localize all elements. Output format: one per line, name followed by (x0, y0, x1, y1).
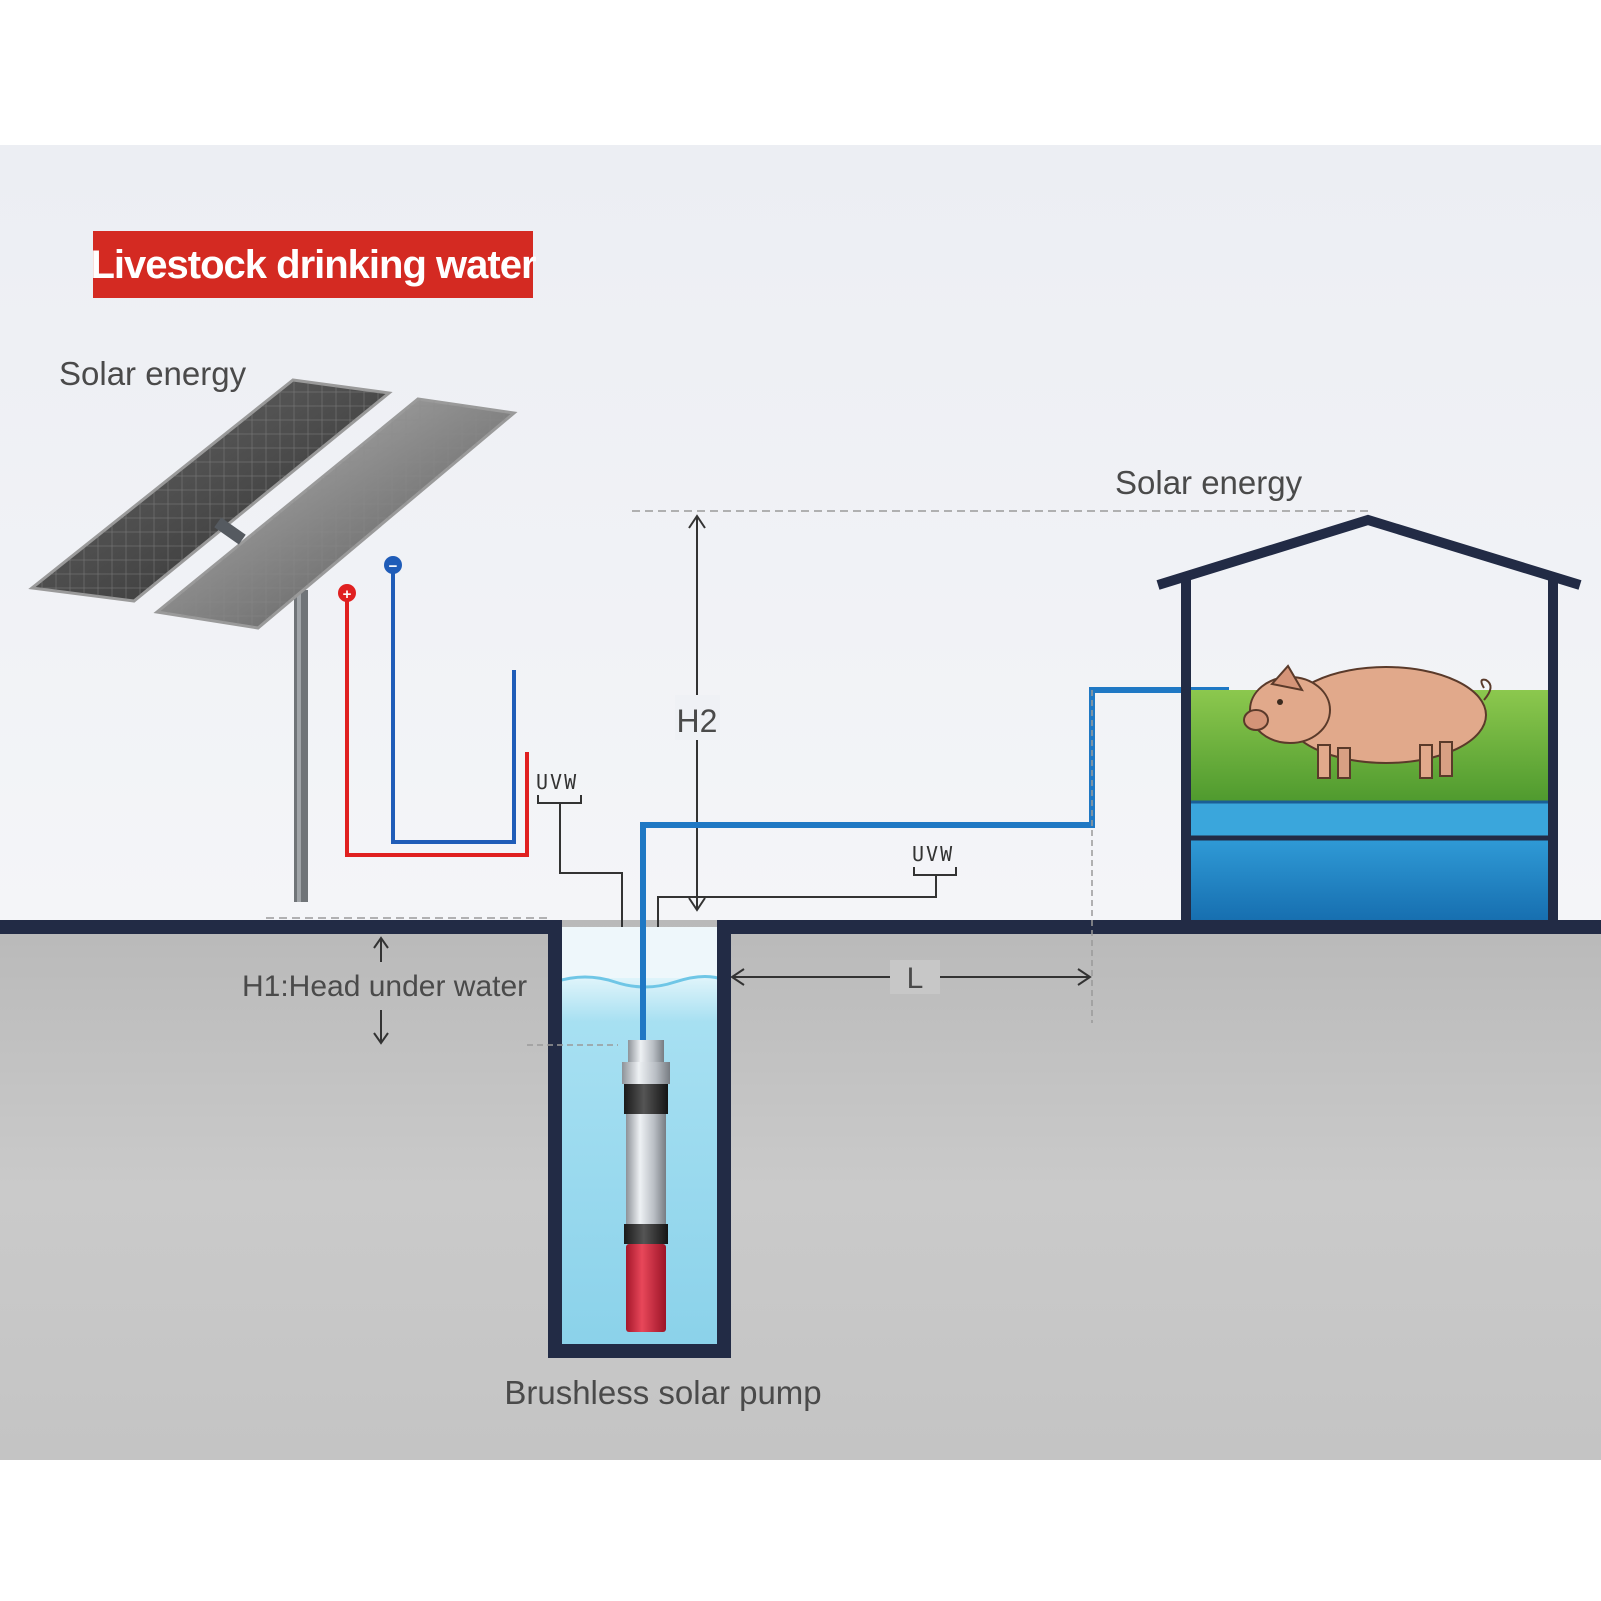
l-label-backdrop (890, 960, 940, 994)
ground-surface-outline (0, 920, 1601, 1358)
title-text: Livestock drinking water (90, 243, 535, 287)
pump-top-cap (628, 1040, 664, 1062)
pig-icon (1243, 664, 1492, 779)
pump-label: Brushless solar pump (504, 1374, 821, 1411)
l-arrow-left-icon (730, 968, 745, 986)
l-arrow-right-icon (1077, 968, 1092, 986)
positive-sign: + (343, 586, 352, 603)
barn-roof (1156, 514, 1582, 590)
solar-energy-label-right: Solar energy (1115, 464, 1303, 501)
solar-panel-array (28, 378, 518, 902)
positive-terminal-icon (338, 584, 356, 602)
barn-upper-water (1186, 802, 1548, 836)
h1-label: H1:Head under water (242, 970, 527, 1003)
negative-sign: − (389, 558, 398, 575)
solar-panel-left-cells (32, 380, 389, 601)
h1-arrow-bottom-icon (373, 1032, 389, 1045)
pump-body (626, 1114, 666, 1224)
solar-energy-label-left: Solar energy (59, 355, 247, 392)
pump-ring (624, 1224, 668, 1244)
pig-snout (1243, 709, 1269, 731)
title-background (93, 231, 533, 298)
brushless-solar-pump (622, 1040, 670, 1332)
negative-terminal-icon (384, 556, 402, 574)
panel-mount (214, 517, 246, 545)
pig-tail (1480, 678, 1492, 701)
uvw-label-left: UVW (536, 770, 578, 794)
h2-label: H2 (677, 703, 718, 739)
well-air (555, 927, 724, 978)
l-label: L (907, 962, 924, 995)
pig-leg-front-2 (1337, 747, 1351, 779)
barn-tank-water (1186, 840, 1548, 920)
h2-arrow-bottom-icon (688, 897, 706, 912)
pig-leg-back-2 (1439, 741, 1453, 777)
pump-collar (622, 1062, 670, 1084)
pig-leg-back-1 (1419, 744, 1433, 779)
pig-eye (1277, 699, 1283, 705)
uvw-label-right: UVW (912, 842, 954, 866)
h1-arrow-top-icon (373, 936, 389, 949)
h2-label-backdrop (675, 695, 720, 740)
pig-ear (1270, 664, 1304, 692)
pump-intake (624, 1084, 668, 1114)
solar-panel-right-cells (157, 399, 514, 628)
pump-motor (626, 1244, 666, 1332)
pig-leg-front-1 (1317, 744, 1331, 779)
h2-arrow-top-icon (688, 514, 706, 529)
negative-wire (391, 572, 516, 844)
title-banner: Livestock drinking water (90, 231, 537, 298)
ground-background (0, 920, 1601, 1460)
panel-pole-highlight (297, 590, 301, 902)
positive-wire (345, 600, 529, 857)
